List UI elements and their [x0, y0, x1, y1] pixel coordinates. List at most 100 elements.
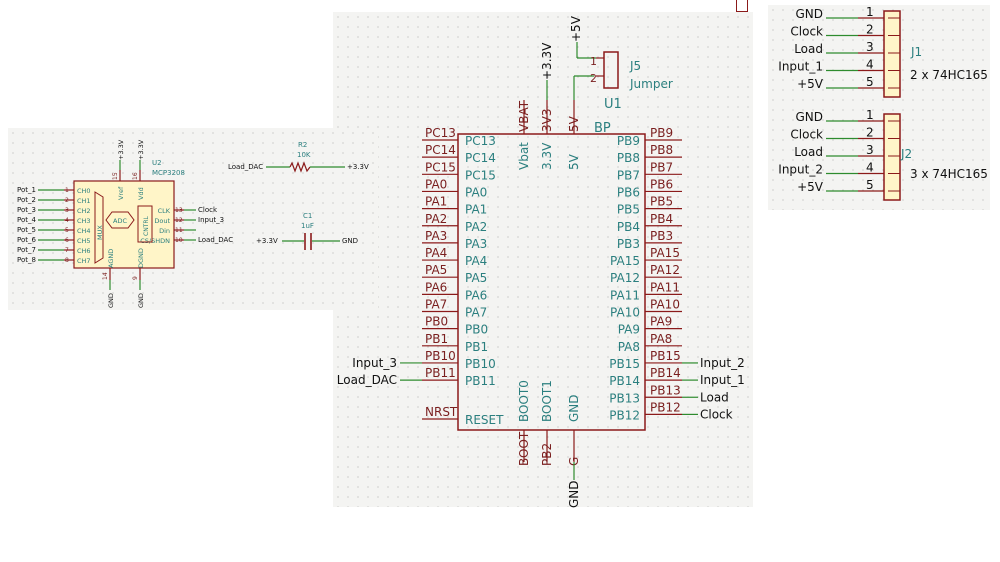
j2-pin-num-2: 2 [866, 126, 874, 140]
j1-pin-num-3: 3 [866, 40, 874, 54]
u1-pin-label-pb9: PB9 [617, 134, 640, 148]
j1-ref: J1 [910, 45, 922, 59]
u1-pin-name-pb6: PB6 [650, 177, 673, 191]
u2-net-out-loaddac: Load_DAC [198, 236, 233, 244]
j2-net-input2: Input_2 [778, 163, 823, 177]
u1-pin-label-pb6: PB6 [617, 185, 640, 199]
j2-pin-num-5: 5 [866, 178, 874, 192]
u1-ref: U1 [604, 97, 622, 112]
u1-pin-name-pa8: PA8 [650, 332, 672, 346]
u1-pin-name-3v3: 3V3 [540, 109, 554, 132]
j1-value: 2 x 74HC165 [910, 68, 988, 82]
u2-pin-vref: Vref [117, 186, 125, 200]
u2-pin-num-6: 6 [65, 237, 69, 244]
j1-net-load: Load [794, 42, 823, 56]
net-label-input-1-u1: Input_1 [700, 373, 745, 387]
u1-pin-label-gnd: GND [567, 394, 581, 422]
u1-pin-label-pa12: PA12 [610, 271, 640, 285]
j5-value: Jumper [629, 77, 673, 91]
u2-body [73, 180, 175, 269]
u1-pin-label-pb3: PB3 [617, 237, 640, 251]
u1-pin-label-pb7: PB7 [617, 168, 640, 182]
u1-pin-name-pb8: PB8 [650, 143, 673, 157]
u1-pin-label-pa5: PA5 [465, 271, 487, 285]
u1-pin-label-pb15: PB15 [609, 357, 640, 371]
u2-pin-agnd: AGND [107, 249, 115, 268]
u2-pin-vdd: Vdd [137, 187, 145, 200]
u2-pin-num-16: 16 [132, 172, 139, 180]
net-label-input-3-u1: Input_3 [352, 356, 397, 370]
u1-pin-label-pa6: PA6 [465, 288, 487, 302]
u1-pin-name-vbat: VBAT [517, 100, 531, 132]
u2-net-pot4: Pot_4 [17, 216, 36, 224]
u2-pin-csshdn: CS/SHDN [140, 237, 170, 245]
u1-pin-name-pb15: PB15 [650, 349, 681, 363]
u2-pin-num-1: 1 [65, 187, 69, 194]
u1-pin-name-pa10: PA10 [650, 298, 680, 312]
c1-ref: C1 [303, 212, 312, 220]
u1-pin-name-pb14: PB14 [650, 366, 681, 380]
u1-pin-name-g: G [567, 457, 581, 466]
schematic-sheet-adc [8, 128, 378, 310]
u1-pin-label-pc14: PC14 [465, 151, 496, 165]
u2-pin-num-9: 9 [132, 276, 139, 280]
u1-pin-name-pc13: PC13 [425, 126, 456, 140]
u1-pin-name-pa6: PA6 [425, 280, 447, 294]
r2-value: 10K [297, 151, 311, 159]
u1-pin-label-pb8: PB8 [617, 151, 640, 165]
u2-pin-ch3: CH3 [77, 217, 91, 225]
j5-body [603, 51, 619, 89]
u1-pin-label-pc15: PC15 [465, 168, 496, 182]
u2-pin-num-8: 8 [65, 257, 69, 264]
j5-ref: J5 [629, 59, 641, 73]
u2-ctrl-block [137, 205, 153, 243]
j2-body [883, 113, 901, 201]
u1-pin-label-pb0: PB0 [465, 323, 488, 337]
u2-pin-ch6: CH6 [77, 247, 91, 255]
u1-pin-label-pa8: PA8 [618, 340, 640, 354]
u1-pin-name-pa3: PA3 [425, 229, 447, 243]
u1-pin-name-pa4: PA4 [425, 246, 447, 260]
u2-net-pot8: Pot_8 [17, 256, 36, 264]
j1-net-gnd: GND [795, 7, 823, 21]
u1-pin-label-pa0: PA0 [465, 185, 487, 199]
u2-pin-num-14: 14 [102, 272, 109, 280]
net-label-3v3-u1: +3.3V [540, 42, 554, 80]
u1-pin-name-pb4: PB4 [650, 212, 673, 226]
u2-adc-label: ADC [113, 217, 127, 225]
u1-pin-label-pa9: PA9 [618, 323, 640, 337]
j2-net-gnd: GND [795, 110, 823, 124]
u2-pin-ch4: CH4 [77, 227, 91, 235]
u1-pin-name-5v: 5V [567, 115, 581, 132]
j2-pin-num-1: 1 [866, 108, 874, 122]
u1-pin-label-3v3: 3.3V [540, 142, 554, 170]
u1-pin-name-nrst: NRST [425, 405, 458, 419]
u1-pin-label-pa3: PA3 [465, 237, 487, 251]
u1-pin-name-pb12: PB12 [650, 400, 681, 414]
u2-net-top-1: +3.3V [137, 139, 145, 160]
u1-pin-label-pa11: PA11 [610, 288, 640, 302]
u2-pin-ch0: CH0 [77, 187, 91, 195]
u2-pin-num-3: 3 [65, 207, 69, 214]
u2-pin-clk: CLK [158, 207, 171, 215]
net-label-gnd-u1: GND [567, 480, 581, 508]
u2-pin-num-13: 13 [175, 207, 183, 214]
u2-pin-ch1: CH1 [77, 197, 91, 205]
r2-ref: R2 [298, 141, 307, 149]
u1-pin-name-pa9: PA9 [650, 315, 672, 329]
u1-pin-name-pb11: PB11 [425, 366, 456, 380]
u1-pin-name-pa1: PA1 [425, 195, 447, 209]
u2-mux-label: MUX [96, 225, 104, 240]
net-label-load-dac-u1: Load_DAC [337, 373, 397, 387]
u1-pin-label-pb12: PB12 [609, 408, 640, 422]
u1-pin-name-pb2: PB2 [540, 443, 554, 466]
u1-pin-label-pb4: PB4 [617, 220, 640, 234]
c1-value: 1uF [301, 222, 314, 230]
j1-pin-num-1: 1 [866, 5, 874, 19]
u1-pin-name-pc14: PC14 [425, 143, 456, 157]
j1-pin-num-5: 5 [866, 75, 874, 89]
r2-resistor-symbol [289, 161, 311, 173]
j2-value: 3 x 74HC165 [910, 167, 988, 181]
u1-pin-label-pb13: PB13 [609, 391, 640, 405]
u2-pin-ch7: CH7 [77, 257, 91, 265]
